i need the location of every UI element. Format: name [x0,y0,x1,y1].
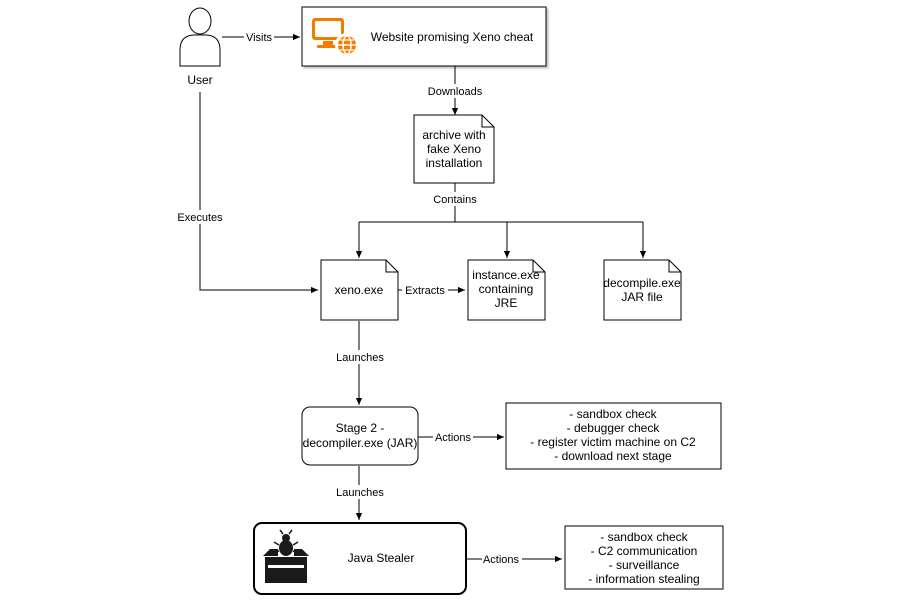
stage2-action-4: - download next stage [554,449,672,463]
stage2-actions-node: - sandbox check - debugger check - regis… [505,402,722,470]
label-executes: Executes [177,212,223,224]
label-launches-2: Launches [336,487,384,499]
instance-exe-node: instance.exe containing JRE [467,259,546,321]
stealer-action-2: - C2 communication [591,544,698,558]
archive-label-line-3: installation [426,156,483,170]
stealer-actions-node: - sandbox check - C2 communication - sur… [564,525,724,590]
java-stealer-label: Java Stealer [348,551,415,565]
stage2-node: Stage 2 - decompiler.exe (JAR) [301,406,419,466]
instance-label-line-2: containing [479,282,534,296]
malware-bug-box-icon [263,529,309,583]
label-launches-1: Launches [336,352,384,364]
decompile-exe-node: decompile.exe JAR file [603,259,682,321]
website-label: Website promising Xeno cheat [371,30,534,44]
archive-node: archive with fake Xeno installation [413,114,495,184]
label-contains: Contains [433,194,477,206]
instance-label-line-3: JRE [495,296,518,310]
decompile-label-line-1: decompile.exe [603,276,681,290]
decompile-label-line-2: JAR file [621,290,663,304]
stealer-action-3: - surveillance [609,558,680,572]
archive-label-line-1: archive with [422,128,485,142]
archive-label-line-2: fake Xeno [427,142,481,156]
stealer-action-4: - information stealing [588,572,699,586]
user-node: User [179,7,221,87]
label-actions-1: Actions [435,432,472,444]
user-label: User [187,73,212,87]
label-visits: Visits [246,32,273,44]
label-actions-2: Actions [483,554,520,566]
label-extracts: Extracts [405,285,445,297]
computer-globe-icon [312,18,359,57]
user-person-icon [179,7,221,67]
stage2-label-line-2: decompiler.exe (JAR) [303,436,418,450]
edge-labels: Visits Downloads Contains Executes Extra… [175,30,522,566]
stage2-action-3: - register victim machine on C2 [530,435,696,449]
stage2-action-2: - debugger check [567,421,661,435]
instance-label-line-1: instance.exe [472,268,540,282]
stage2-action-1: - sandbox check [569,407,657,421]
edge-executes [199,92,318,294]
website-node: Website promising Xeno cheat [301,6,547,67]
stage2-label-line-1: Stage 2 - [336,421,385,435]
xeno-exe-node: xeno.exe [320,259,399,321]
java-stealer-node: Java Stealer [253,522,467,595]
xeno-exe-label: xeno.exe [335,283,384,297]
stealer-action-1: - sandbox check [600,530,688,544]
label-downloads: Downloads [428,86,483,98]
